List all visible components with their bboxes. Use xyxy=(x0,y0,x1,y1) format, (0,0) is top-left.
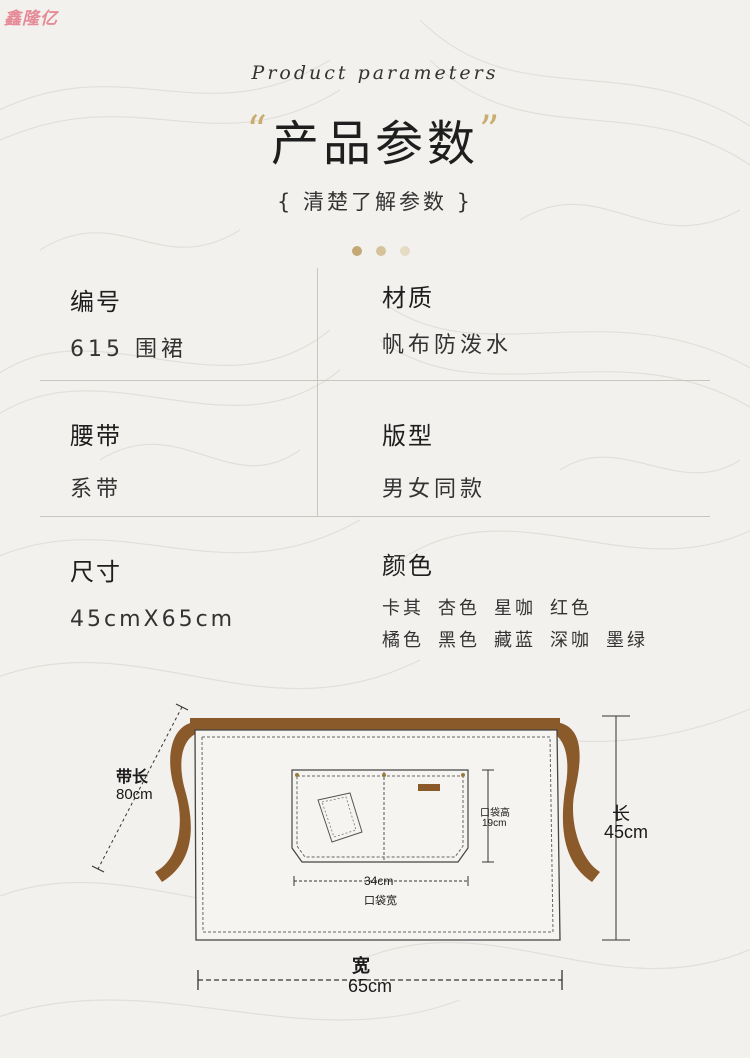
strap-right xyxy=(550,722,600,882)
param-waistband-value: 系带 xyxy=(70,477,123,502)
param-waistband: 腰带 系带 xyxy=(70,416,122,503)
strap-length-value: 80cm xyxy=(116,786,153,803)
page-title: “产品参数” xyxy=(0,104,750,174)
color-option: 墨绿 xyxy=(606,630,648,651)
param-number-label: 编号 xyxy=(70,288,122,316)
subtitle-english: Product parameters xyxy=(251,62,499,84)
close-quote: ” xyxy=(479,108,504,154)
divider-row-2 xyxy=(40,516,710,517)
param-size-label: 尺寸 xyxy=(70,558,122,586)
apron-size-diagram: 带长 80cm 长 45cm 口袋高 19cm 34cm 口袋宽 宽 65cm xyxy=(0,680,750,1020)
dot-1 xyxy=(352,246,362,256)
apron-stitch xyxy=(201,736,554,933)
param-size: 尺寸 45cmX65cm xyxy=(70,552,235,632)
param-size-value: 45cmX65cm xyxy=(70,607,236,632)
pen-slot xyxy=(317,792,363,843)
param-material: 材质 帆布防泼水 xyxy=(382,278,512,359)
param-material-value: 帆布防泼水 xyxy=(382,333,513,358)
color-option: 红色 xyxy=(550,598,592,619)
param-fit-label: 版型 xyxy=(382,422,434,450)
param-waistband-label: 腰带 xyxy=(70,422,122,450)
color-row-1: 卡其杏色星咖红色 xyxy=(382,593,662,625)
pocket-tag xyxy=(418,784,440,791)
decorative-dots xyxy=(352,241,424,260)
pocket-width-value: 34cm xyxy=(364,874,394,888)
divider-row-1 xyxy=(40,380,710,381)
color-option: 杏色 xyxy=(438,598,480,619)
length-label: 长 xyxy=(612,804,630,824)
color-option: 星咖 xyxy=(494,598,536,619)
length-value: 45cm xyxy=(604,822,649,842)
dot-3 xyxy=(400,246,410,256)
page-title-text: 产品参数 xyxy=(270,116,479,172)
strap-left xyxy=(155,722,200,882)
pocket xyxy=(291,769,469,863)
color-row-2: 橘色黑色藏蓝深咖墨绿 xyxy=(382,625,662,657)
param-fit-value: 男女同款 xyxy=(382,477,487,502)
pocket-height-label: 口袋高 xyxy=(480,808,510,819)
watermark-logo: 鑫隆亿 xyxy=(4,9,58,29)
pocket-width-label: 口袋宽 xyxy=(364,895,397,907)
pocket-height-value: 19cm xyxy=(482,818,507,829)
param-number-value: 615 围裙 xyxy=(70,337,187,362)
subtitle-chinese: { 清楚了解参数 } xyxy=(276,190,474,214)
dot-2 xyxy=(376,246,386,256)
param-color: 颜色 卡其杏色星咖红色 橘色黑色藏蓝深咖墨绿 xyxy=(382,546,662,657)
strap-length-label: 带长 xyxy=(116,769,149,786)
color-option: 黑色 xyxy=(438,630,480,651)
color-option: 卡其 xyxy=(382,598,424,619)
color-option: 橘色 xyxy=(382,630,424,651)
open-quote: “ xyxy=(246,108,271,154)
param-number: 编号 615 围裙 xyxy=(70,282,187,363)
divider-column-1 xyxy=(317,268,318,380)
width-value: 65cm xyxy=(348,976,393,996)
param-fit: 版型 男女同款 xyxy=(382,416,486,503)
color-option: 藏蓝 xyxy=(494,630,536,651)
apron-illustration xyxy=(91,703,630,990)
color-options: 卡其杏色星咖红色 橘色黑色藏蓝深咖墨绿 xyxy=(382,593,662,657)
color-option: 深咖 xyxy=(550,630,592,651)
divider-column-2 xyxy=(317,381,318,516)
param-color-label: 颜色 xyxy=(382,552,434,580)
param-material-label: 材质 xyxy=(382,284,434,312)
width-label: 宽 xyxy=(352,956,370,976)
waistband-strap xyxy=(190,718,560,730)
